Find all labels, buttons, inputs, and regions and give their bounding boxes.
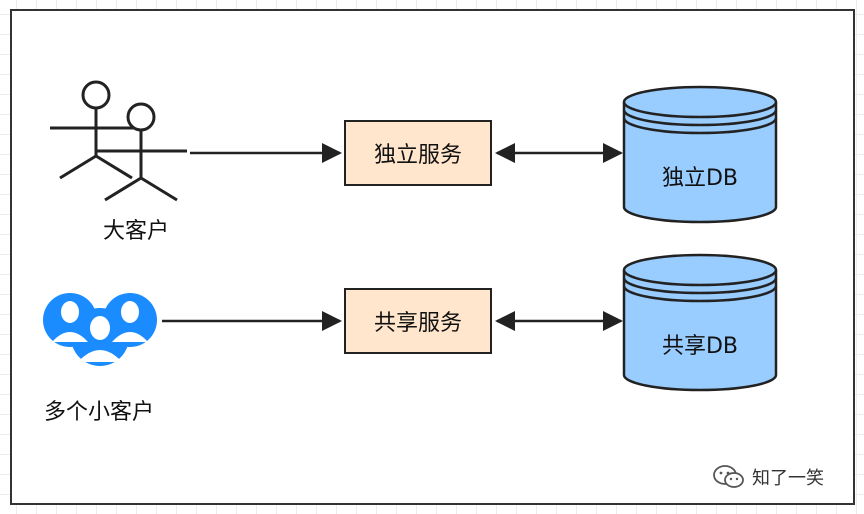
small-customers-icon bbox=[43, 293, 157, 366]
small-customers-label: 多个小客户 bbox=[44, 400, 155, 425]
big-customer-icon bbox=[50, 80, 187, 202]
shared-db-label: 共享DB bbox=[661, 334, 739, 359]
dedicated-service-box: 独立服务 bbox=[344, 120, 492, 186]
dedicated-db-label: 独立DB bbox=[661, 166, 739, 191]
wechat-icon bbox=[713, 465, 744, 488]
watermark: 知了一笑 bbox=[712, 464, 824, 490]
watermark-text: 知了一笑 bbox=[752, 468, 824, 489]
shared-db-cylinder bbox=[622, 253, 778, 392]
dedicated-db-cylinder bbox=[622, 85, 778, 224]
big-customer-label: 大客户 bbox=[103, 219, 170, 244]
shared-service-box: 共享服务 bbox=[344, 288, 492, 354]
